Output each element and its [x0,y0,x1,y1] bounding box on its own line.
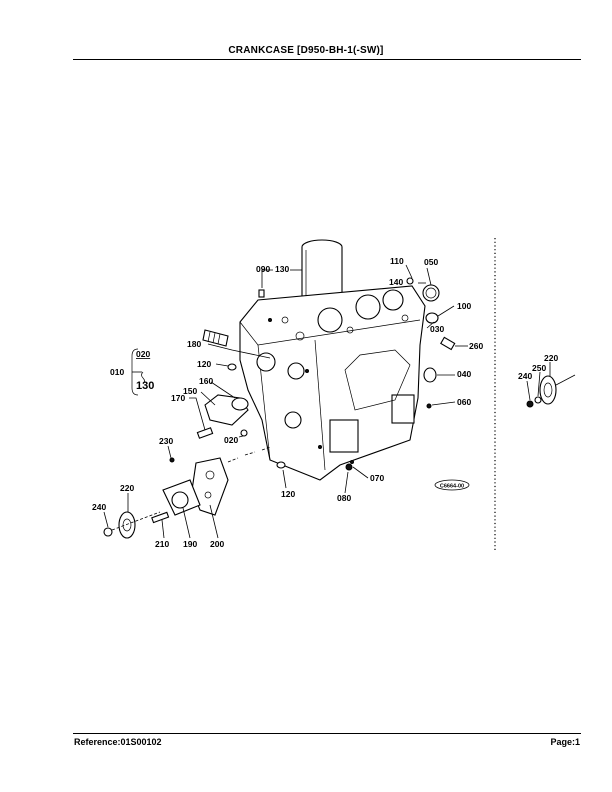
bolt-170 [196,427,214,439]
footer-rule [73,733,581,734]
plug-140 [406,277,414,285]
pin-090 [258,289,265,298]
page-title: CRANKCASE [D950-BH-1(-SW)] [228,45,384,56]
label-260: 260 [469,341,483,351]
label-190: 190 [183,539,197,549]
page-number: Page:1 [550,737,580,747]
label-230: 230 [159,436,173,446]
label-160: 160 [199,376,213,386]
oring-100 [425,312,439,324]
label-060: 060 [457,397,471,407]
seal-040 [423,367,437,383]
label-030: 030 [430,324,444,334]
label-120-upper: 120 [197,359,211,369]
label-080: 080 [337,493,351,503]
code-tag-label: C6664-00 [440,484,464,490]
gear-220a [118,511,136,539]
plug-060 [426,403,432,409]
plug-120a [227,363,237,371]
label-170: 170 [171,393,185,403]
label-130: 130 [275,264,289,274]
header-rule [73,59,581,60]
label-250: 250 [532,363,546,373]
oil-pump [151,457,229,524]
code-tag [434,479,470,491]
label-100: 100 [457,301,471,311]
label-240-left: 240 [92,502,106,512]
label-240-right: 240 [518,371,532,381]
label-040: 040 [457,369,471,379]
crankcase-block [239,285,426,481]
dowel-020 [240,429,248,437]
filter-180 [202,329,229,347]
label-020-lower: 020 [224,435,238,445]
plug-050 [422,284,440,302]
label-110: 110 [390,256,404,266]
label-120-lower: 120 [281,489,295,499]
gear-220b [539,374,576,405]
label-220-left: 220 [120,483,134,493]
washer-250 [534,396,542,404]
nut-240a [103,527,113,537]
label-070: 070 [370,473,384,483]
label-010: 010 [110,367,124,377]
plug-080 [345,463,353,471]
label-090: 090 [256,264,270,274]
label-050: 050 [424,257,438,267]
nut-240b [526,400,534,408]
label-130-bracket: 130 [136,380,154,392]
label-150: 150 [183,386,197,396]
label-220-right: 220 [544,353,558,363]
label-200: 200 [210,539,224,549]
label-140: 140 [389,277,403,287]
label-020-top: 020 [136,349,150,359]
plug-120b [276,461,286,469]
label-210: 210 [155,539,169,549]
cylinder-liner [301,239,343,306]
label-180: 180 [187,339,201,349]
reference-number: Reference:01S00102 [74,737,162,747]
sensor-260 [440,336,456,351]
